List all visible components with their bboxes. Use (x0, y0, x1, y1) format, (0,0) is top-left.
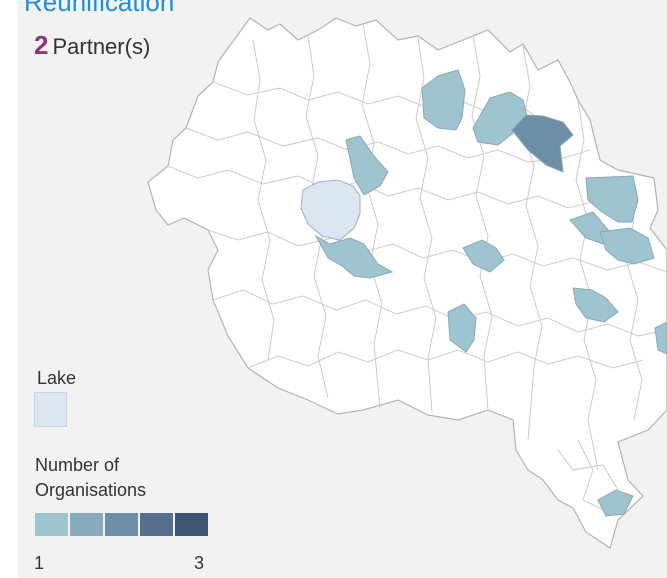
map-outline (147, 17, 667, 549)
district-highlight (597, 489, 634, 517)
legend-scale-max: 3 (194, 553, 205, 573)
lake (300, 179, 361, 241)
district-highlight (511, 114, 574, 173)
district-highlight (585, 175, 639, 223)
district-highlight (599, 227, 655, 265)
legend-ramp-step-1 (35, 513, 68, 536)
district-map (147, 17, 667, 549)
district-highlight (654, 321, 667, 355)
district-highlight (345, 135, 389, 196)
page-title: Reunification (24, 0, 175, 17)
legend-scale-title-line1: Number of (35, 455, 120, 475)
legend-lake-label: Lake (37, 368, 77, 388)
legend-scale-title-line2: Organisations (35, 480, 147, 500)
legend-ramp-step-4 (140, 513, 173, 536)
legend-ramp-step-3 (105, 513, 138, 536)
district-borders (167, 23, 667, 513)
region-outline (147, 17, 667, 549)
legend-lake-swatch (34, 392, 67, 427)
partner-count: 2 (34, 30, 49, 60)
partner-label: Partner(s) (52, 34, 151, 59)
district-highlight (462, 239, 505, 273)
legend-ramp-step-5 (175, 513, 208, 536)
legend-color-ramp (35, 513, 208, 536)
highlighted-districts (314, 69, 667, 517)
legend-scale-min: 1 (34, 553, 45, 573)
legend-ramp-step-2 (70, 513, 103, 536)
district-highlight (421, 69, 466, 131)
district-highlight (572, 287, 619, 323)
district-highlight (447, 303, 477, 353)
district-highlight (314, 234, 394, 279)
